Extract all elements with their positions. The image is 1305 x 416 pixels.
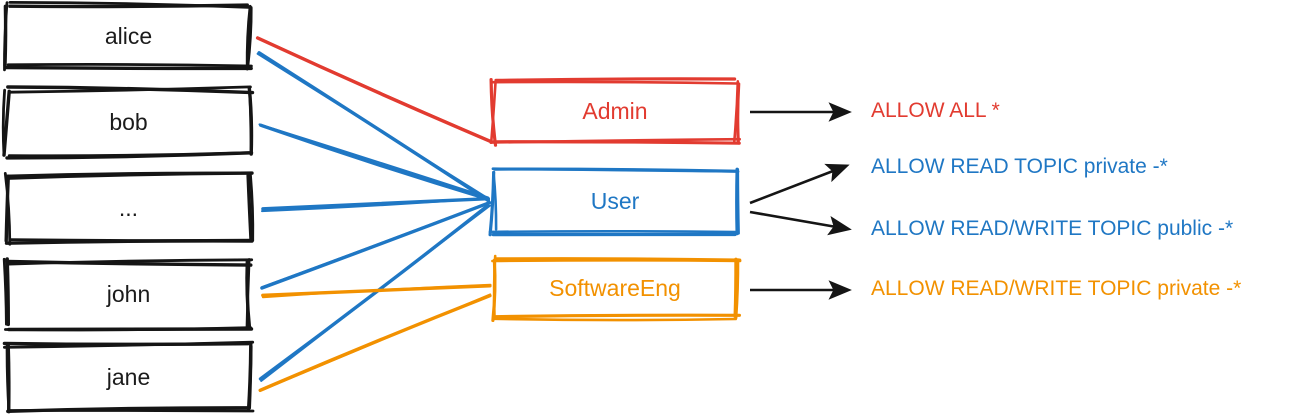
edge-alice-user bbox=[256, 51, 490, 203]
edge-bob-user bbox=[258, 123, 490, 201]
user-node-label: jane bbox=[106, 364, 151, 390]
permission-perm-user-read-private: ALLOW READ TOPIC private -* bbox=[871, 155, 1168, 178]
role-node-softwareeng[interactable]: SoftwareEng bbox=[491, 254, 742, 322]
edge-alice-admin bbox=[255, 36, 494, 144]
user-node-alice[interactable]: alice bbox=[3, 1, 253, 72]
user-node-label: john bbox=[106, 281, 151, 307]
edge-john-user bbox=[260, 201, 492, 290]
arrow-user-perm-rw bbox=[749, 210, 852, 236]
user-node-bob[interactable]: bob bbox=[1, 85, 255, 160]
user-node-more[interactable]: ... bbox=[3, 171, 255, 246]
role-node-admin[interactable]: Admin bbox=[489, 77, 741, 147]
permission-perm-admin-all: ALLOW ALL * bbox=[871, 99, 1000, 122]
user-node-label: ... bbox=[118, 195, 139, 221]
user-node-label: alice bbox=[104, 23, 153, 49]
user-node-label: bob bbox=[109, 109, 148, 135]
edge-jane-softwareeng bbox=[258, 293, 492, 392]
permission-perm-user-rw-public: ALLOW READ/WRITE TOPIC public -* bbox=[871, 217, 1234, 240]
role-node-user[interactable]: User bbox=[488, 167, 740, 237]
edge-john-softwareeng bbox=[261, 283, 492, 299]
arrow-user-perm-read bbox=[749, 163, 850, 205]
user-node-john[interactable]: john bbox=[2, 257, 254, 332]
user-node-jane[interactable]: jane bbox=[2, 340, 255, 414]
role-node-label: Admin bbox=[582, 98, 648, 124]
role-node-label: SoftwareEng bbox=[549, 274, 681, 301]
edge-more-user bbox=[261, 197, 490, 213]
permission-perm-se-rw-private: ALLOW READ/WRITE TOPIC private -* bbox=[871, 277, 1242, 300]
role-node-label: User bbox=[590, 187, 640, 214]
edge-jane-user bbox=[258, 203, 492, 382]
